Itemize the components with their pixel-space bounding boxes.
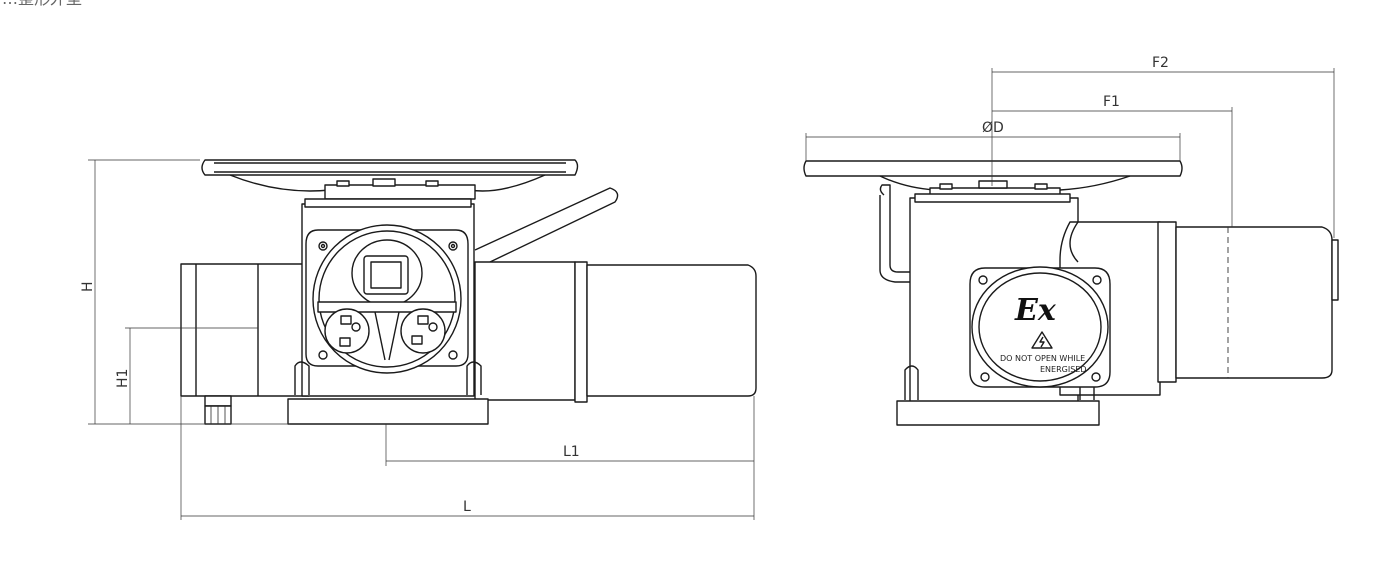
- side-lever: [879, 184, 910, 273]
- side-body: [896, 193, 1339, 426]
- dimension-f2-label: F2: [1152, 55, 1169, 71]
- front-gearbox-right: [474, 261, 757, 403]
- ex-warning-line1: DO NOT OPEN WHILE: [1000, 354, 1085, 363]
- ex-mark: Ex: [1014, 293, 1057, 328]
- dimension-h-label: H: [80, 281, 96, 292]
- ex-cover: Ex DO NOT OPEN WHILE ENERGISED: [969, 266, 1111, 388]
- cut-header-text: …整形外型: [2, 0, 82, 8]
- front-lever: [474, 187, 619, 263]
- front-handwheel: [201, 159, 579, 200]
- front-dimensions: H H1 L1 L: [80, 159, 755, 520]
- front-motor-left: [180, 263, 310, 425]
- side-dimensions: F2 F1 ØD: [805, 55, 1335, 238]
- ex-warning-line2: ENERGISED: [1040, 365, 1087, 374]
- dimension-l1-label: L1: [563, 444, 580, 460]
- side-view: Ex DO NOT OPEN WHILE ENERGISED F2 F1 ØD: [803, 55, 1339, 426]
- side-handwheel: [803, 160, 1183, 199]
- front-central-body: [287, 198, 489, 425]
- front-view: H H1 L1 L: [80, 159, 757, 520]
- warning-triangle-icon: [1031, 331, 1053, 349]
- dimension-h1-label: H1: [115, 369, 131, 388]
- dimension-l-label: L: [463, 499, 471, 515]
- dimension-d-label: ØD: [982, 120, 1004, 136]
- dimension-f1-label: F1: [1103, 94, 1120, 110]
